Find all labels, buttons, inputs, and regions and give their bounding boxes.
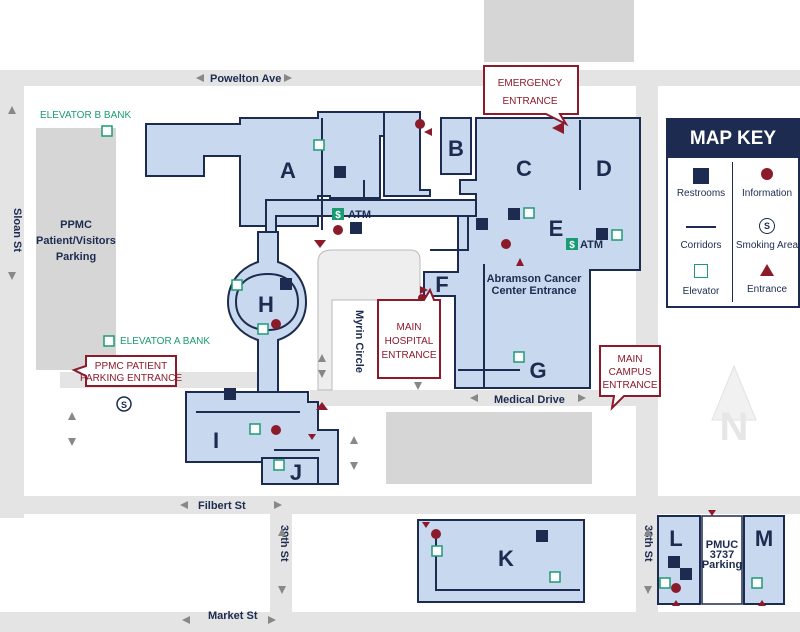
pmuc-label-1: PMUC (706, 539, 738, 551)
road-sloan (0, 78, 24, 518)
building-B-tower (440, 117, 472, 175)
label-building-J: J (290, 460, 302, 485)
key-elevator-label: Elevator (682, 286, 720, 297)
svg-text:$: $ (335, 210, 341, 221)
information-icon (761, 168, 773, 180)
callout-emergency-entrance: EMERGENCY ENTRANCE (483, 65, 579, 127)
elevator-b-label: ELEVATOR B BANK (40, 110, 131, 121)
svg-text:CAMPUS: CAMPUS (609, 367, 652, 378)
label-building-F: F (435, 272, 448, 297)
corridor-8 (234, 272, 300, 332)
pmuc-parking-box (701, 515, 743, 605)
elevator-icon (694, 264, 708, 278)
svg-text:N: N (720, 405, 749, 449)
key-elevator: Elevator (668, 264, 734, 297)
map-key: MAP KEY Restrooms Information Corridors … (666, 118, 800, 308)
svg-text:ENTRANCE: ENTRANCE (381, 350, 436, 361)
pmuc-label-2: 3737 (710, 549, 734, 561)
street-39th: 39th St (278, 525, 290, 562)
key-restrooms-label: Restrooms (676, 188, 726, 199)
abramson-label-1: Abramson Cancer (487, 273, 582, 285)
elevator-a-label: ELEVATOR A BANK (120, 336, 210, 347)
restroom-icons (224, 166, 692, 580)
road-powelton (0, 70, 800, 86)
street-filbert: Filbert St (198, 500, 246, 512)
corridor-3 (430, 216, 469, 251)
parking-label-3: Parking (56, 251, 96, 263)
building-CDEG (423, 117, 641, 389)
elevator-icons (101, 125, 763, 589)
street-market: Market St (208, 610, 258, 622)
building-A (145, 111, 386, 227)
svg-text:ENTRANCE: ENTRANCE (502, 96, 557, 107)
street-powelton: Powelton Ave (210, 73, 281, 85)
lot-north (484, 0, 634, 62)
information-icons (271, 119, 681, 593)
smoking-area-icon: S (116, 396, 132, 412)
atm-label-2: ATM (580, 239, 603, 251)
label-building-I: I (213, 428, 219, 453)
traffic-arrows (8, 74, 652, 624)
pmuc-label-3: Parking (702, 559, 742, 571)
label-building-M: M (755, 526, 773, 551)
svg-text:PPMC PATIENT: PPMC PATIENT (95, 361, 167, 372)
label-building-G: G (529, 358, 546, 383)
north-arrow: N (711, 364, 757, 449)
key-corridors: Corridors (668, 218, 734, 251)
svg-text:$: $ (569, 240, 575, 251)
atm-label-1: ATM (348, 209, 371, 221)
street-myrin-circle: Myrin Circle (353, 310, 365, 373)
key-information-label: Information (741, 188, 793, 199)
key-information: Information (734, 168, 800, 199)
key-entrance: Entrance (734, 264, 800, 295)
road-filbert (0, 496, 800, 514)
svg-text:S: S (121, 400, 127, 410)
corridor-icon (686, 226, 716, 228)
label-building-D: D (596, 156, 612, 181)
entrance-icon (760, 264, 774, 276)
lot-center (386, 412, 592, 484)
svg-text:EMERGENCY: EMERGENCY (498, 78, 563, 89)
building-B (383, 111, 431, 197)
label-building-H: H (258, 292, 274, 317)
key-entrance-label: Entrance (746, 284, 788, 295)
label-building-A: A (280, 158, 296, 183)
svg-text:ENTRANCE: ENTRANCE (602, 380, 657, 391)
road-market (0, 612, 800, 632)
road-39th (270, 505, 292, 625)
label-building-E: E (549, 216, 564, 241)
parking-label-2: Patient/Visitors (36, 235, 116, 247)
callout-ppmc-parking-entrance: PPMC PATIENT PARKING ENTRANCE (71, 355, 182, 387)
svg-text:HOSPITAL: HOSPITAL (385, 336, 434, 347)
callout-main-campus-entrance: MAIN CAMPUS ENTRANCE (599, 345, 661, 411)
entrance-icons (308, 122, 766, 606)
map-key-title: MAP KEY (668, 120, 798, 158)
building-J-ext (261, 457, 319, 485)
street-sloan: Sloan St (11, 208, 23, 252)
abramson-label-2: Center Entrance (492, 285, 577, 297)
ppmc-parking-lot (36, 128, 116, 370)
building-M (743, 515, 785, 605)
svg-text:MAIN: MAIN (397, 322, 422, 333)
svg-text:MAIN: MAIN (618, 354, 643, 365)
restroom-icon (693, 168, 709, 184)
label-building-K: K (498, 546, 514, 571)
key-restrooms: Restrooms (668, 168, 734, 199)
key-corridors-label: Corridors (680, 240, 722, 251)
label-building-B: B (448, 136, 464, 161)
building-K (417, 519, 585, 603)
smoking-icon: S (759, 218, 775, 234)
svg-text:PARKING ENTRANCE: PARKING ENTRANCE (80, 373, 182, 384)
key-smoking-label: Smoking Area (735, 240, 799, 251)
key-smoking: S Smoking Area (734, 218, 800, 251)
label-building-C: C (516, 156, 532, 181)
parking-label-1: PPMC (60, 219, 92, 231)
atm-icons: $ $ (332, 208, 578, 251)
label-building-L: L (669, 526, 682, 551)
street-medical-drive: Medical Drive (494, 394, 565, 406)
callout-main-hospital-entrance: MAIN HOSPITAL ENTRANCE (377, 287, 441, 379)
